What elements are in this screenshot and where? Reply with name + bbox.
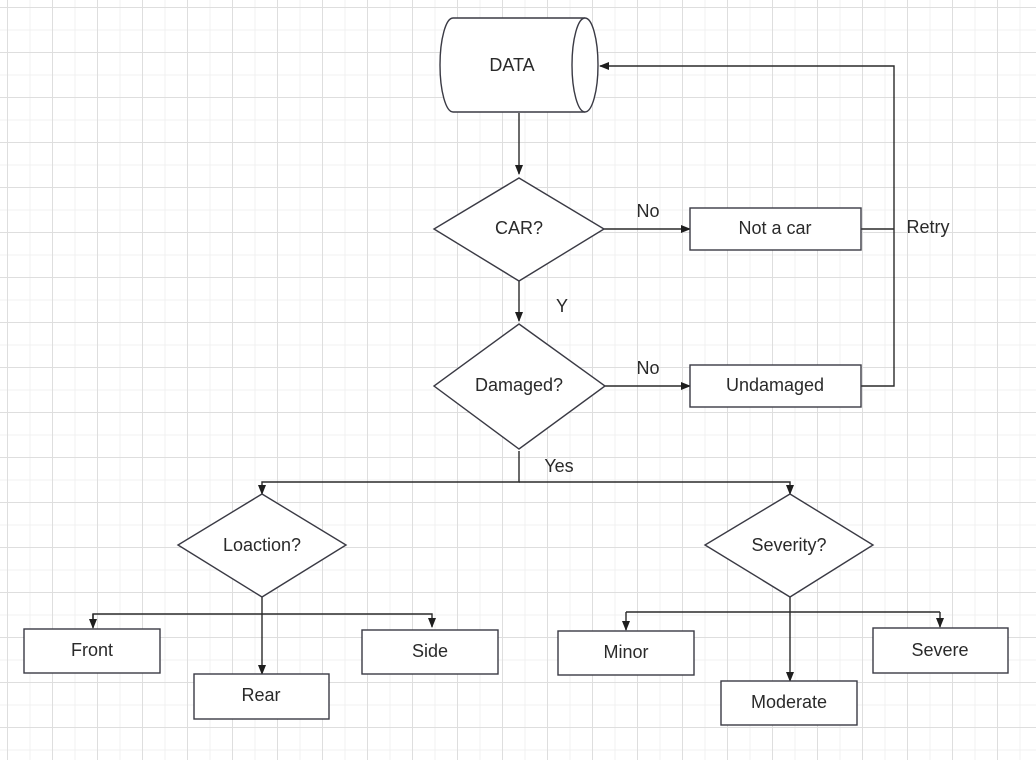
data-node-label: DATA <box>489 55 534 75</box>
edge-damaged-to-severity <box>519 481 794 495</box>
severity-decision-label: Severity? <box>751 535 826 555</box>
side-label: Side <box>412 641 448 661</box>
not-a-car-label: Not a car <box>738 218 811 238</box>
moderate-label: Moderate <box>751 692 827 712</box>
edge-label-damaged-no: No <box>636 358 659 378</box>
undamaged-node[interactable]: Undamaged <box>689 364 862 408</box>
damaged-decision-node[interactable]: Damaged? <box>432 323 607 450</box>
rear-node[interactable]: Rear <box>193 673 330 720</box>
location-decision-label: Loaction? <box>223 535 301 555</box>
severity-decision-node[interactable]: Severity? <box>703 493 875 598</box>
damaged-decision-label: Damaged? <box>475 375 563 395</box>
edge-label-retry: Retry <box>906 217 949 237</box>
minor-node[interactable]: Minor <box>557 630 695 676</box>
severe-label: Severe <box>911 640 968 660</box>
rear-label: Rear <box>241 685 280 705</box>
side-node[interactable]: Side <box>361 629 499 675</box>
car-decision-label: CAR? <box>495 218 543 238</box>
edge-damaged-to-location <box>258 451 520 495</box>
location-decision-node[interactable]: Loaction? <box>176 493 348 598</box>
edge-label-car-no: No <box>636 201 659 221</box>
edge-label-damaged-yes: Yes <box>544 456 573 476</box>
undamaged-label: Undamaged <box>726 375 824 395</box>
severe-node[interactable]: Severe <box>872 627 1009 674</box>
data-storage-node[interactable]: DATA <box>439 17 599 113</box>
edges <box>89 62 944 682</box>
edge-retry-loop <box>599 62 895 387</box>
car-decision-node[interactable]: CAR? <box>432 177 606 282</box>
moderate-node[interactable]: Moderate <box>720 680 858 726</box>
edge-label-car-yes: Y <box>556 296 568 316</box>
front-label: Front <box>71 640 113 660</box>
front-node[interactable]: Front <box>23 628 161 674</box>
minor-label: Minor <box>603 642 648 662</box>
not-a-car-node[interactable]: Not a car <box>689 207 862 251</box>
